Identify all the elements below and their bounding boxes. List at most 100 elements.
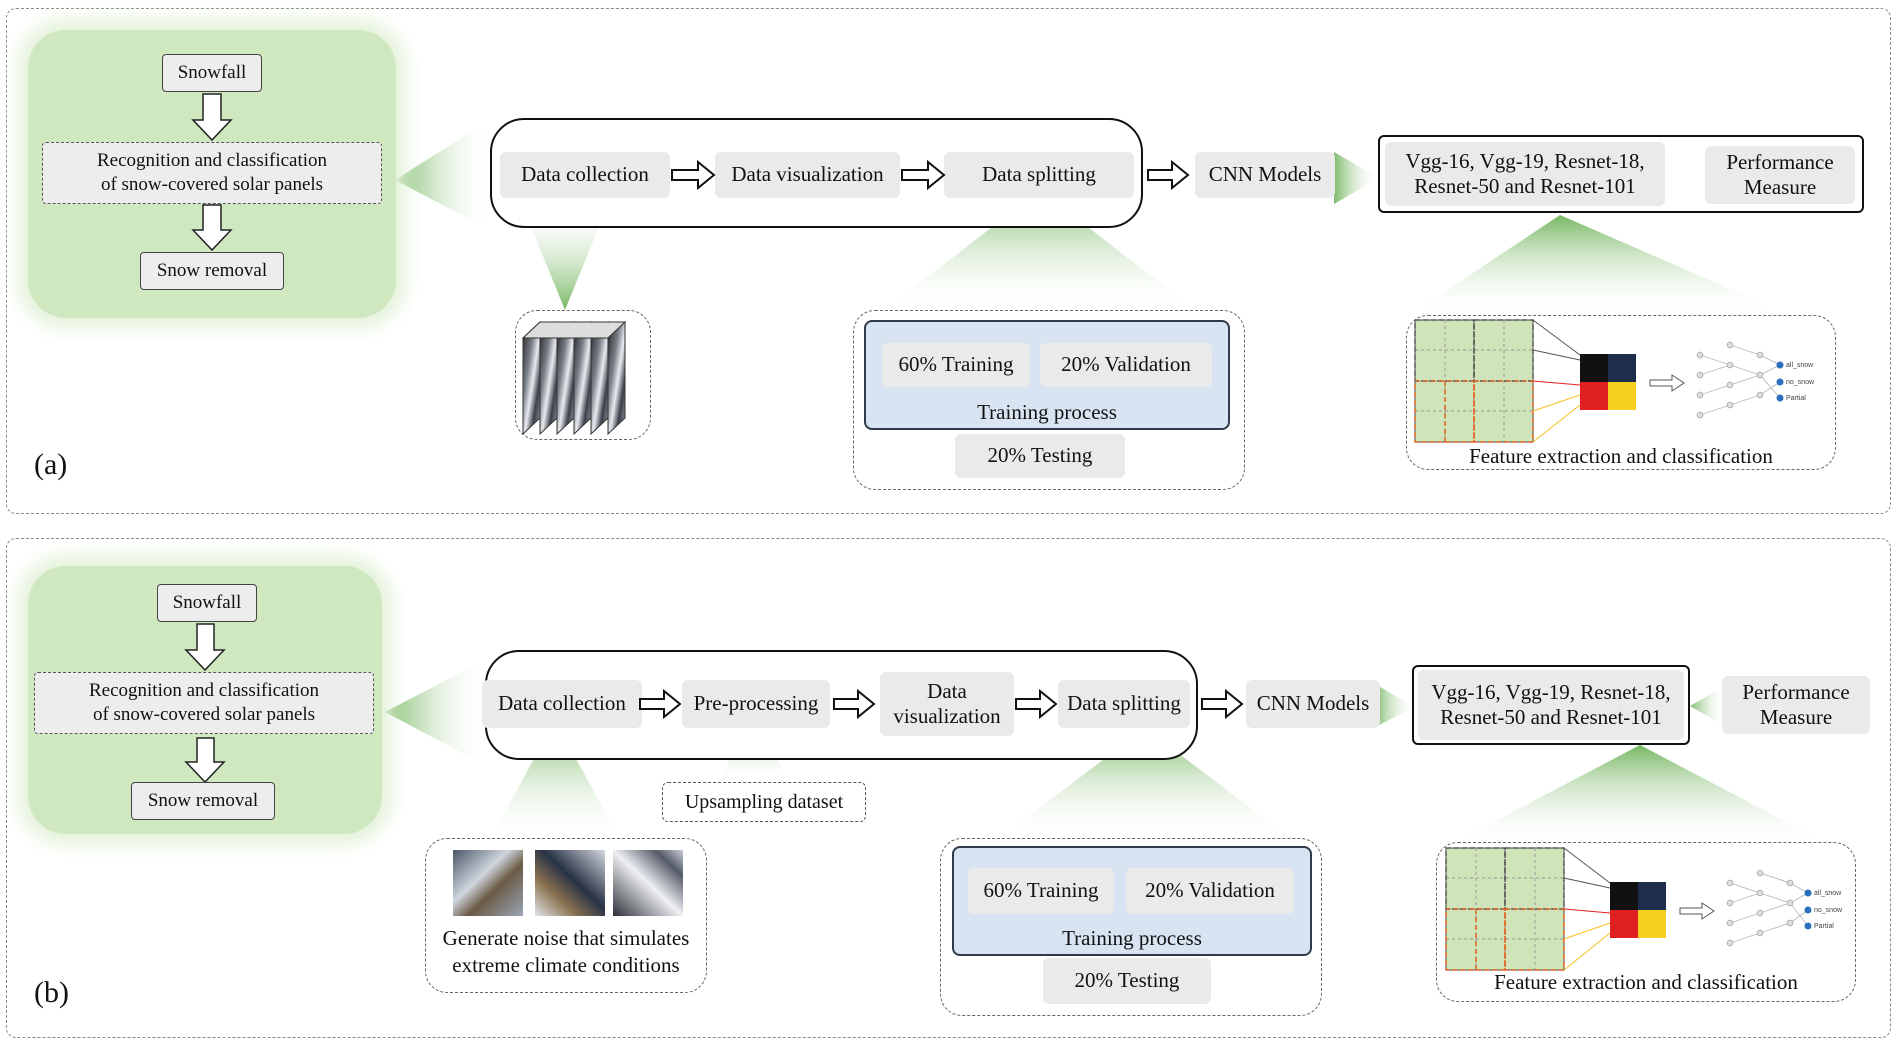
nn-label-partial: Partial (1786, 395, 1806, 402)
cone-a-motivation (395, 120, 490, 230)
cnn-models-label: CNN Models (1256, 691, 1370, 716)
data-splitting-step: Data splitting (944, 152, 1134, 198)
feature-map-grid (1445, 847, 1565, 971)
noise-caption: Generate noise that simulates extreme cl… (425, 925, 707, 980)
data-visualization-step: Data visualization (715, 152, 900, 198)
feature-caption-a: Feature extraction and classification (1469, 444, 1773, 468)
performance-measure-a: Performance Measure (1705, 146, 1855, 204)
noise-caption-line1: Generate noise that simulates (442, 926, 690, 950)
performance-line1: Performance (1742, 679, 1850, 704)
snowfall-label: Snowfall (177, 62, 247, 84)
snowfall-box: Snowfall (157, 584, 257, 622)
panel-letter-b: (b) (34, 976, 69, 1009)
arrow-right-icon (901, 159, 946, 191)
recognition-line2: of snow-covered solar panels (100, 174, 324, 195)
cnn-models-box: CNN Models (1195, 152, 1335, 198)
snow-removal-box: Snow removal (131, 782, 275, 820)
performance-line2: Measure (1759, 705, 1833, 729)
data-collection-label: Data collection (521, 162, 649, 187)
data-visualization-line1: Data (927, 678, 967, 703)
models-list-b: Vgg-16, Vgg-19, Resnet-18, Resnet-50 and… (1418, 670, 1684, 740)
data-splitting-label: Data splitting (982, 162, 1096, 187)
arrow-right-icon (671, 159, 716, 191)
validation-20-a: 20% Validation (1040, 343, 1212, 387)
panel-letter-a: (a) (34, 448, 68, 481)
models-line1: Vgg-16, Vgg-19, Resnet-18, (1405, 148, 1645, 173)
data-visualization-label: Data visualization (731, 162, 884, 187)
data-collection-step: Data collection (482, 680, 642, 728)
training-60-a: 60% Training (882, 343, 1030, 387)
testing-label: 20% Testing (1074, 968, 1180, 993)
neural-network-icon (1699, 344, 1781, 416)
snow-removal-label: Snow removal (156, 260, 268, 282)
nn-label-no-snow: no_snow (1786, 379, 1815, 386)
validation-20-b: 20% Validation (1126, 868, 1294, 914)
arrow-right-icon (1147, 159, 1190, 191)
feature-map-grid (1414, 319, 1534, 443)
arrow-right-icon (833, 688, 876, 720)
cnn-models-box: CNN Models (1246, 680, 1380, 728)
noise-thumbnail-3 (613, 850, 683, 916)
snow-removal-box: Snow removal (140, 252, 284, 290)
cone-a-cnn (1334, 152, 1379, 204)
recognition-line1: Recognition and classification (96, 150, 328, 172)
training-process-label-b: Training process (1062, 926, 1202, 950)
validation-label: 20% Validation (1061, 352, 1191, 377)
nn-label-all-snow: all_snow (1814, 890, 1842, 897)
preprocessing-label: Pre-processing (693, 691, 819, 716)
recognition-box: Recognition and classification of snow-c… (34, 672, 374, 734)
nn-label-all-snow: all_snow (1786, 362, 1814, 369)
snowfall-box: Snowfall (162, 54, 262, 92)
arrow-right-icon (1649, 374, 1685, 392)
training-label: 60% Training (983, 878, 1099, 903)
noise-thumbnail-2 (535, 850, 605, 916)
models-line1: Vgg-16, Vgg-19, Resnet-18, (1431, 679, 1671, 704)
testing-20-b: 20% Testing (1043, 958, 1211, 1004)
neural-network-icon (1729, 872, 1809, 944)
pooled-feature-map (1580, 354, 1636, 410)
image-stack-icon (521, 320, 627, 436)
panel-a-frame (6, 8, 1891, 514)
data-visualization-step: Data visualization (880, 672, 1014, 736)
noise-thumbnail-1 (453, 850, 523, 916)
data-splitting-step: Data splitting (1058, 680, 1190, 728)
snow-removal-label: Snow removal (147, 790, 259, 812)
pooled-feature-map (1610, 882, 1666, 938)
cone-b-performance (1690, 686, 1725, 726)
models-line2: Resnet-50 and Resnet-101 (1440, 705, 1662, 729)
performance-line2: Measure (1743, 175, 1817, 199)
data-visualization-line2: visualization (893, 704, 1001, 728)
snowfall-label: Snowfall (172, 592, 242, 614)
cone-a-models (1410, 215, 1790, 315)
validation-label: 20% Validation (1145, 878, 1275, 903)
feature-caption-b: Feature extraction and classification (1494, 970, 1798, 994)
connection-lines (1563, 847, 1611, 971)
noise-caption-line2: extreme climate conditions (452, 953, 680, 978)
connection-lines (1532, 319, 1581, 443)
arrow-right-icon (639, 688, 682, 720)
performance-measure-b: Performance Measure (1722, 676, 1870, 734)
upsampling-label: Upsampling dataset (684, 790, 844, 813)
data-collection-step: Data collection (500, 152, 670, 198)
cone-b-models (1450, 745, 1830, 845)
arrow-right-icon (1015, 688, 1058, 720)
cnn-models-label: CNN Models (1208, 162, 1322, 187)
recognition-line1: Recognition and classification (88, 680, 320, 702)
recognition-line2: of snow-covered solar panels (92, 704, 316, 725)
data-splitting-label: Data splitting (1067, 691, 1181, 716)
training-60-b: 60% Training (968, 868, 1114, 914)
testing-20-a: 20% Testing (955, 434, 1125, 478)
nn-label-partial: Partial (1814, 923, 1834, 930)
nn-label-no-snow: no_snow (1814, 907, 1843, 914)
recognition-box: Recognition and classification of snow-c… (42, 142, 382, 204)
upsampling-box: Upsampling dataset (662, 782, 866, 822)
arrow-right-icon (1679, 902, 1715, 920)
